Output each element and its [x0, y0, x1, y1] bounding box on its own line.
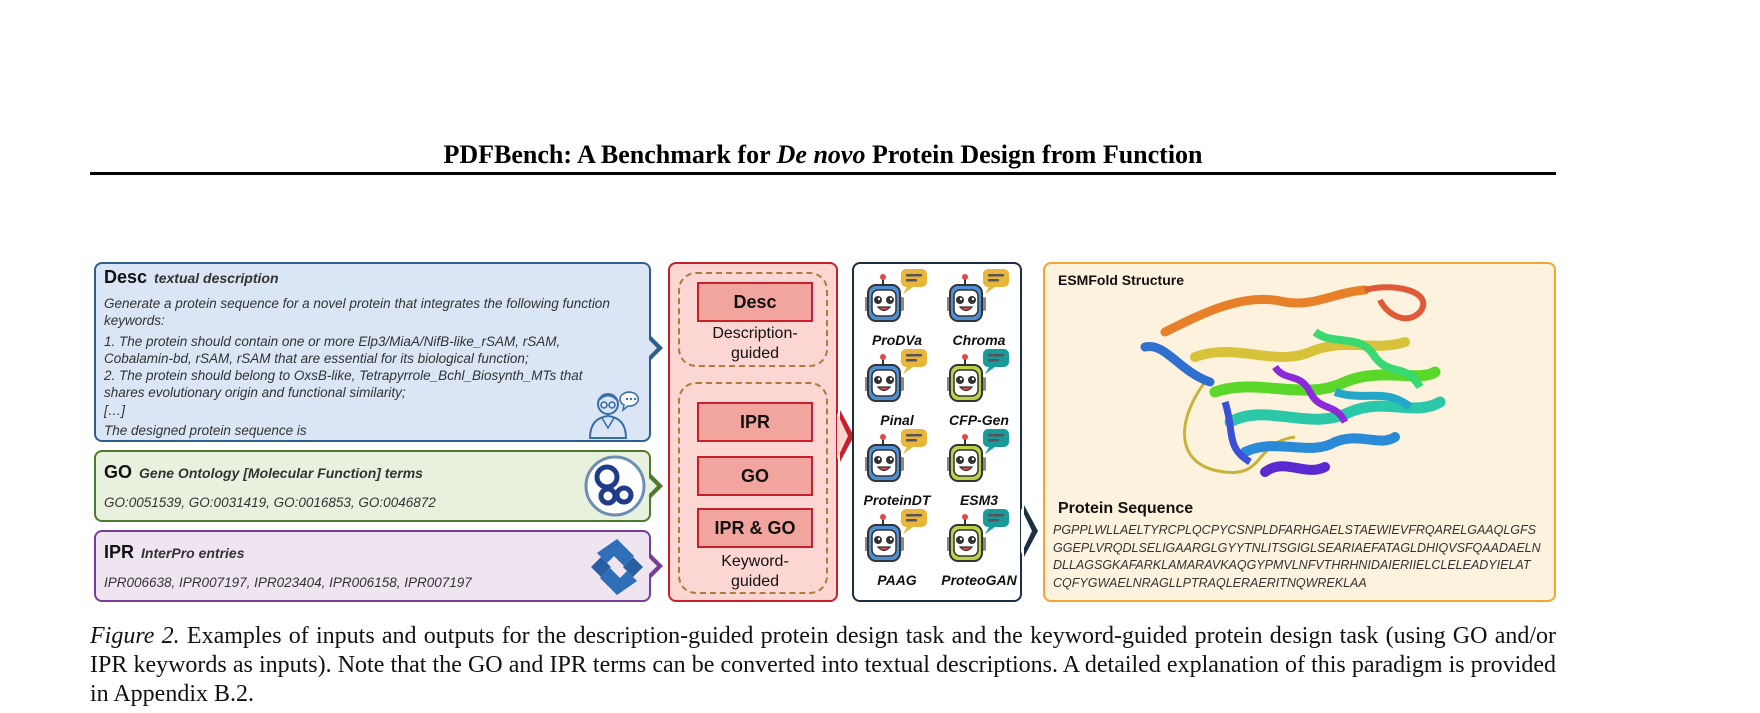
ipr-task-box: IPR: [697, 402, 813, 442]
model-name: Pinal: [880, 412, 914, 428]
go-panel-subtitle: Gene Ontology [Molecular Function] terms: [139, 465, 423, 481]
caption-text: Examples of inputs and outputs for the d…: [90, 623, 1557, 707]
model-card: ESM3: [939, 427, 1019, 508]
model-name: ProteoGAN: [941, 572, 1017, 588]
structure-label: ESMFold Structure: [1058, 272, 1185, 288]
caption-label: Figure 2.: [90, 623, 180, 649]
kw-task-label-2: guided: [730, 573, 780, 590]
sequence-line: DLLAGSGKAFARKLAMARAVKAQGYPMVLNFVTHRHNIDA…: [1053, 558, 1531, 572]
desc-line: shares evolutionary origin and functiona…: [104, 385, 406, 400]
model-name: ProDVa: [871, 332, 923, 348]
model-name: PAAG: [877, 572, 917, 588]
desc-line: Generate a protein sequence for a novel …: [104, 296, 610, 311]
desc-input-panel: Desc textual description Generate a prot…: [94, 262, 663, 442]
figure-caption: Figure 2. Examples of inputs and outputs…: [90, 622, 1556, 709]
protein-sequence: PGPPLWLLAELTYRCPLQCPYCSNPLDFARHGAELSTAEW…: [1053, 522, 1553, 592]
model-card: PAAG: [857, 507, 937, 588]
model-card: ProteoGAN: [939, 507, 1019, 588]
robot-icon: [865, 429, 927, 482]
model-name: ESM3: [959, 492, 999, 508]
robot-icon: [947, 509, 1009, 562]
go-terms: GO:0051539, GO:0031419, GO:0016853, GO:0…: [104, 495, 436, 510]
title-part-2: Protein Design from Function: [871, 140, 1203, 169]
protein-structure-image: [1140, 284, 1446, 477]
desc-panel-subtitle: textual description: [154, 270, 279, 286]
model-card: ProteinDT: [857, 427, 937, 508]
model-name: Chroma: [952, 332, 1006, 348]
scientist-icon: [588, 391, 639, 439]
ipr-panel-title: IPR: [104, 542, 135, 562]
sequence-label: Protein Sequence: [1058, 500, 1194, 517]
go-task-box: GO: [697, 456, 813, 496]
robot-icon: [865, 349, 927, 402]
robot-icon: [865, 269, 927, 322]
model-card: ProDVa: [857, 267, 937, 348]
model-name: CFP-Gen: [949, 412, 1009, 428]
title-part-1: PDFBench: A Benchmark for: [443, 140, 771, 169]
robot-icon: [947, 349, 1009, 402]
page-header-title: PDFBench: A Benchmark for De novo Protei…: [90, 140, 1556, 170]
ipr-input-panel: IPR InterPro entries IPR006638, IPR00719…: [94, 530, 663, 602]
kw-task-label-1: Keyword-: [721, 553, 789, 570]
models-panel-pointer: [1021, 505, 1038, 557]
keyword-guided-group: IPR GO IPR & GO Keyword- guided: [678, 382, 828, 594]
task-panel-pointer: [837, 410, 854, 462]
desc-line: 2. The protein should belong to OxsB-lik…: [104, 368, 583, 383]
models-panel: ProDVa Chroma: [852, 262, 1022, 602]
sequence-line: CQFYGWAELNRAGLLPTRAQLERAERITNQWREKLAA: [1053, 575, 1367, 590]
header-rule: [90, 172, 1556, 175]
title-part-italic: De novo: [776, 140, 866, 169]
ipr-panel-pointer: [646, 552, 663, 580]
output-panel: ESMFold Structure Protein Sequence PGPPL…: [1043, 262, 1556, 602]
robot-icon: [947, 429, 1009, 482]
go-input-panel: GO Gene Ontology [Molecular Function] te…: [94, 450, 663, 522]
desc-line: 1. The protein should contain one or mor…: [104, 334, 561, 349]
model-card: Pinal: [857, 347, 937, 428]
desc-panel-title: Desc: [104, 267, 148, 287]
ipr-panel-heading: IPR InterPro entries: [104, 542, 245, 563]
ipr-panel-subtitle: InterPro entries: [141, 545, 245, 561]
go-panel-heading: GO Gene Ontology [Molecular Function] te…: [104, 462, 423, 483]
interpro-logo-icon: [591, 539, 643, 595]
robot-icon: [947, 269, 1009, 322]
desc-task-label-1: Description-: [712, 325, 798, 342]
desc-task-box: Desc: [697, 282, 813, 322]
model-card: Chroma: [939, 267, 1019, 348]
desc-line: keywords:: [104, 313, 165, 328]
model-name: ProteinDT: [863, 492, 931, 508]
model-card: CFP-Gen: [939, 347, 1019, 428]
go-panel-pointer: [646, 472, 663, 500]
desc-line: The designed protein sequence is: [104, 423, 307, 438]
desc-task-label-2: guided: [730, 345, 780, 362]
go-panel-title: GO: [104, 462, 133, 482]
desc-panel-heading: Desc textual description: [104, 267, 279, 288]
sequence-line: GGEPLVRQDLSELIGAARGLGYYTNLITSGIGLSEARIAE…: [1053, 540, 1541, 555]
sequence-line: PGPPLWLLAELTYRCPLQCPYCSNPLDFARHGAELSTAEW…: [1053, 523, 1536, 537]
gene-ontology-logo-icon: [584, 455, 646, 517]
ipr-go-task-box: IPR & GO: [697, 508, 813, 548]
description-guided-group: Desc Description- guided: [678, 272, 828, 367]
task-panel: Desc Description- guided IPR GO IPR & GO…: [668, 262, 838, 602]
ipr-terms: IPR006638, IPR007197, IPR023404, IPR0061…: [104, 575, 472, 590]
desc-panel-pointer: [646, 334, 663, 362]
robot-icon: [865, 509, 927, 562]
desc-line: Cobalamin-bd, rSAM, rSAM that are essent…: [104, 351, 529, 366]
desc-line: […]: [104, 403, 126, 418]
